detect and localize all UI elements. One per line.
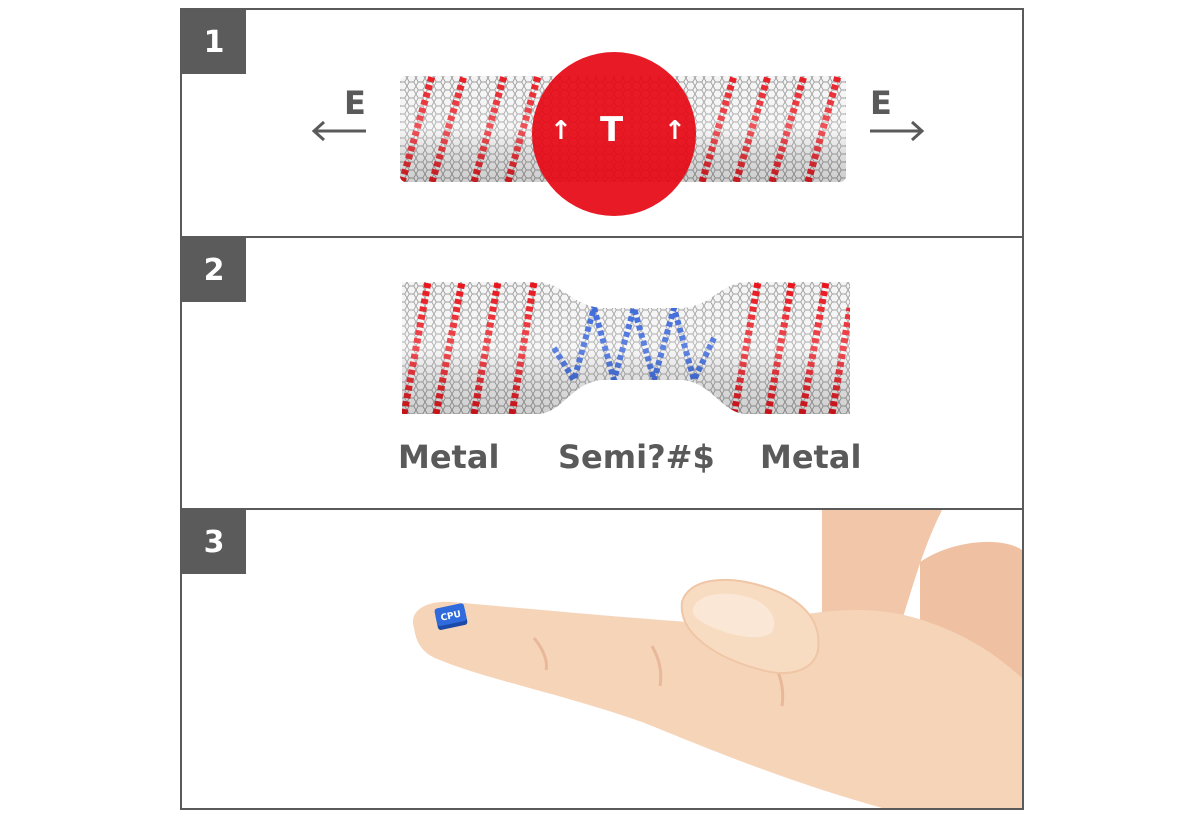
heat-spot	[532, 52, 696, 216]
left-arrow	[311, 120, 366, 142]
right-field-label: E	[870, 84, 892, 122]
panel-number-1: 1	[182, 10, 246, 74]
panel-1-illustration	[311, 52, 925, 216]
semiconductor-label: Semi?#$	[558, 438, 715, 476]
thumbnail	[692, 593, 775, 638]
panel-1: 1	[182, 10, 1022, 236]
back-finger	[822, 510, 942, 630]
diagram-frame: 1	[180, 8, 1024, 810]
panel-2-illustration	[402, 282, 850, 414]
up-arrow-left: ↑	[550, 116, 572, 146]
right-arrow	[870, 120, 925, 142]
cpu-chip: CPU	[434, 603, 468, 630]
up-arrow-right: ↑	[664, 116, 686, 146]
divider-2	[182, 508, 1022, 510]
panel-3: 3 CPU	[182, 510, 1022, 808]
panel-number-2: 2	[182, 238, 246, 302]
panel-2: 2	[182, 238, 1022, 508]
left-field-label: E	[344, 84, 366, 122]
right-metal-label: Metal	[760, 438, 862, 476]
nanotube-2	[402, 282, 850, 414]
panel-3-illustration: CPU	[412, 510, 1022, 808]
hand	[412, 601, 1022, 808]
temperature-label: T	[600, 110, 624, 150]
divider-1	[182, 236, 1022, 238]
left-metal-label: Metal	[398, 438, 500, 476]
cpu-label: CPU	[440, 610, 462, 624]
panel-number-3: 3	[182, 510, 246, 574]
